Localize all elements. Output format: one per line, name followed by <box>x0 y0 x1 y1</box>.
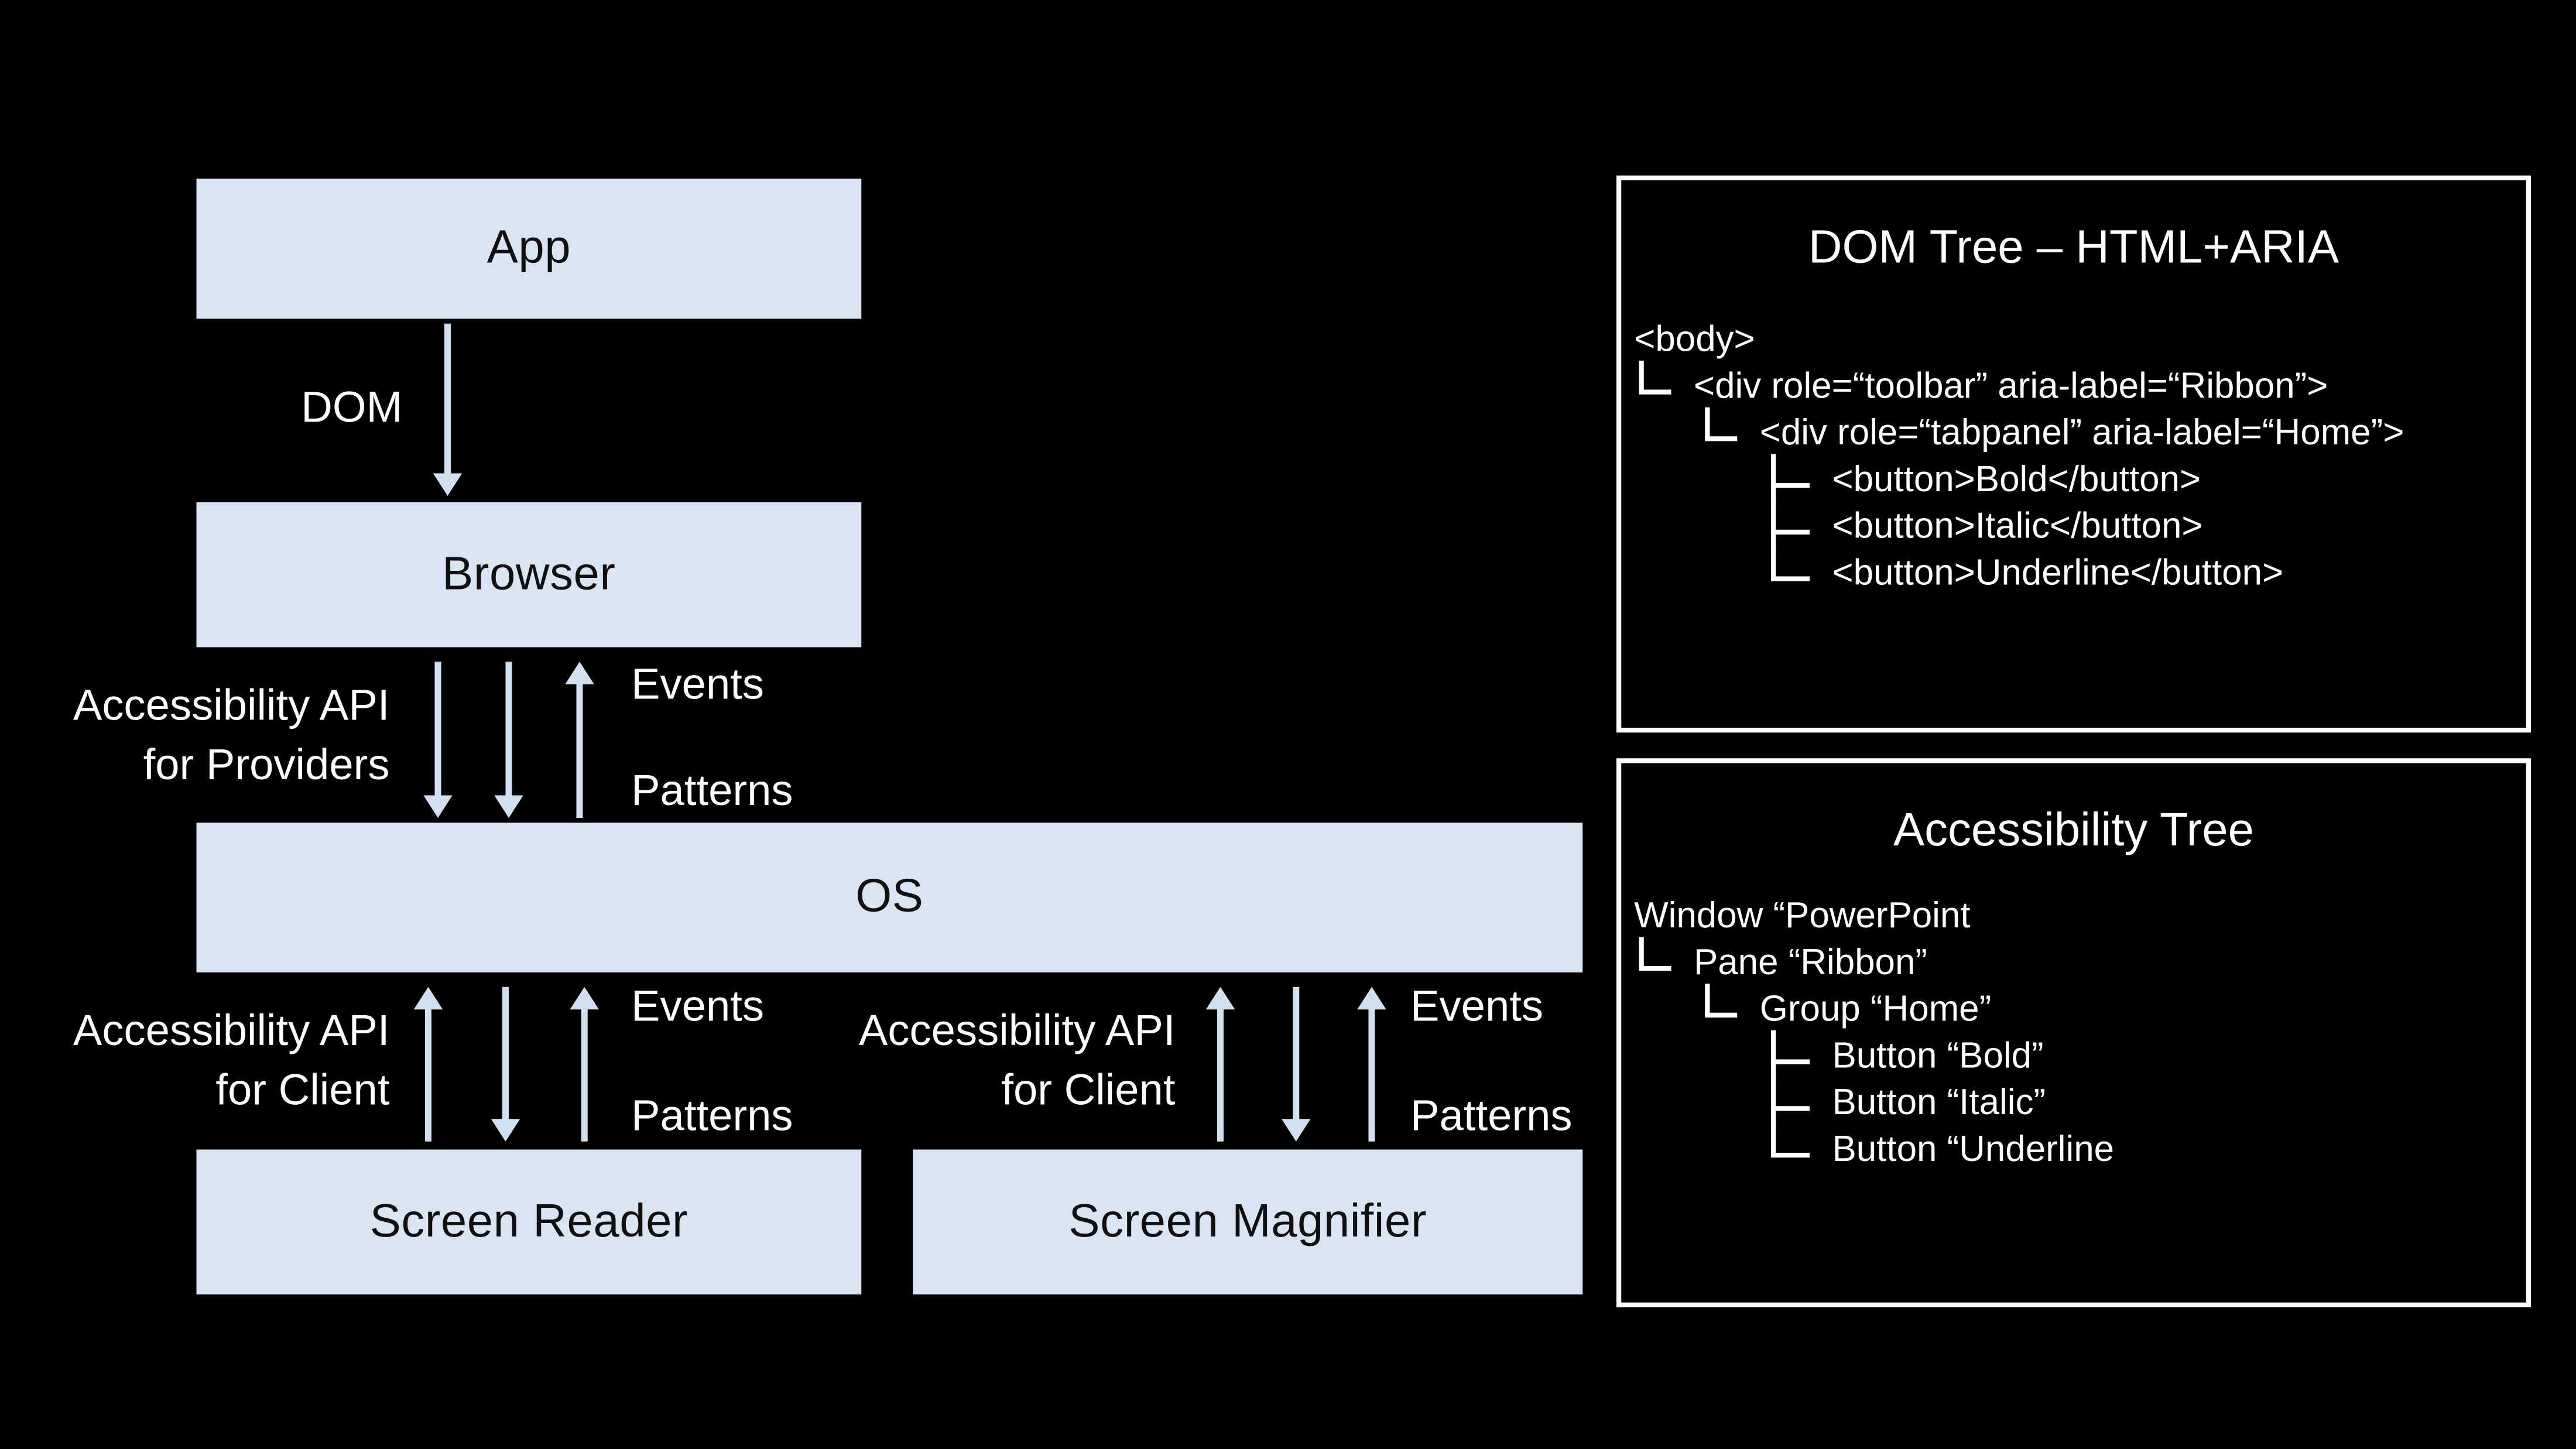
tree-elbow-connector <box>1705 407 1747 456</box>
arrow-head <box>413 986 443 1010</box>
tree-row: <button>Italic</button> <box>1631 501 2520 551</box>
accessibility-tree-panel-title: Accessibility Tree <box>1893 805 2254 857</box>
arrow-head <box>1282 1119 1311 1142</box>
patterns-label-client-left: Patterns <box>631 1091 793 1140</box>
dom-edge-label: DOM <box>301 383 403 431</box>
tree-node-label: Button “Bold” <box>1832 1034 2044 1075</box>
tree-row: Pane “Ribbon” <box>1631 937 2520 985</box>
app-box-label: App <box>487 222 571 274</box>
tree-node-label: Button “Italic” <box>1832 1081 2046 1122</box>
sr-to-os-arrow-up-1-icon <box>413 986 443 1142</box>
tree-tee-connector <box>1771 1030 1820 1081</box>
arrow-head <box>491 1119 520 1142</box>
arrow-stem <box>502 986 509 1122</box>
tree-node-label: <body> <box>1634 318 1755 358</box>
accessibility-tree-rows: Window “PowerPoint Pane “Ribbon” Group “… <box>1631 892 2520 1173</box>
events-label-client-left: Events <box>631 982 765 1030</box>
app-to-browser-arrow-down-icon <box>433 323 463 496</box>
tree-node-label: <div role=“toolbar” aria-label=“Ribbon”> <box>1694 364 2328 405</box>
sr-to-os-arrow-up-2-icon <box>570 986 599 1142</box>
dom-tree-panel-title: DOM Tree – HTML+ARIA <box>1808 222 2339 274</box>
os-to-sr-arrow-down-icon <box>491 986 520 1142</box>
arrow-stem <box>1217 1006 1224 1142</box>
app-box: App <box>196 179 862 319</box>
arrow-head <box>1357 986 1386 1010</box>
dom-tree-rows: <body> <div role=“toolbar” aria-label=“R… <box>1631 316 2520 596</box>
tree-node-label: <button>Bold</button> <box>1832 458 2201 499</box>
tree-node-label: Pane “Ribbon” <box>1694 941 1928 982</box>
arrow-head <box>570 986 599 1010</box>
arrow-stem <box>581 1006 588 1142</box>
tree-tee-connector <box>1771 454 1820 504</box>
patterns-label-client-mid: Patterns <box>1410 1091 1573 1140</box>
tree-row: <button>Underline</button> <box>1631 547 2520 596</box>
tree-node-label: Button “Underline <box>1832 1128 2115 1169</box>
arrow-head <box>1205 986 1235 1010</box>
arrow-stem <box>425 1006 431 1142</box>
screen-reader-box: Screen Reader <box>196 1149 862 1294</box>
browser-box: Browser <box>196 502 862 648</box>
api-client-label-left: Accessibility API for Client <box>32 1002 390 1121</box>
tree-tee-connector <box>1771 1077 1820 1127</box>
arrow-stem <box>576 681 583 818</box>
tree-elbow-connector <box>1639 937 1681 985</box>
tree-elbow-connector <box>1705 984 1747 1032</box>
api-providers-label-line1: Accessibility API <box>73 681 390 729</box>
screen-reader-box-label: Screen Reader <box>369 1195 688 1247</box>
screen-magnifier-box-label: Screen Magnifier <box>1068 1195 1427 1247</box>
tree-row: Button “Italic” <box>1631 1077 2520 1127</box>
arrow-head <box>423 795 453 818</box>
arrow-stem <box>1368 1006 1375 1142</box>
sm-to-os-arrow-up-2-icon <box>1357 986 1386 1142</box>
tree-node-label: Group “Home” <box>1759 988 1992 1028</box>
arrow-stem <box>1293 986 1300 1122</box>
tree-row: Button “Bold” <box>1631 1030 2520 1081</box>
tree-row: Group “Home” <box>1631 984 2520 1032</box>
tree-row: <body> <box>1631 316 2520 362</box>
patterns-label-providers: Patterns <box>631 766 793 815</box>
api-client-label-mid-line2: for Client <box>1001 1066 1176 1115</box>
os-box-label: OS <box>855 871 924 923</box>
tree-row: <div role=“tabpanel” aria-label=“Home”> <box>1631 407 2520 456</box>
tree-row: <div role=“toolbar” aria-label=“Ribbon”> <box>1631 361 2520 409</box>
os-to-sm-arrow-down-icon <box>1282 986 1311 1142</box>
arrow-stem <box>444 323 451 477</box>
sm-to-os-arrow-up-1-icon <box>1205 986 1235 1142</box>
tree-row: Button “Underline <box>1631 1123 2520 1172</box>
browser-box-label: Browser <box>442 548 616 600</box>
api-providers-label: Accessibility API for Providers <box>32 676 390 796</box>
accessibility-tree-panel: Accessibility Tree Window “PowerPoint Pa… <box>1616 758 2531 1307</box>
os-to-browser-arrow-up-icon <box>565 662 594 818</box>
tree-elbow-connector <box>1639 361 1681 409</box>
api-client-label-mid: Accessibility API for Client <box>818 1002 1176 1121</box>
arrow-head <box>494 795 523 818</box>
api-providers-label-line2: for Providers <box>143 741 390 789</box>
tree-row: Window “PowerPoint <box>1631 892 2520 939</box>
tree-node-label: <button>Italic</button> <box>1832 505 2203 545</box>
arrow-stem <box>434 662 441 799</box>
tree-elbow-connector <box>1771 547 1820 596</box>
tree-node-label: Window “PowerPoint <box>1634 894 1971 935</box>
browser-to-os-arrow-down-2-icon <box>494 662 523 818</box>
events-label-providers: Events <box>631 660 765 708</box>
dom-tree-panel: DOM Tree – HTML+ARIA <body> <div role=“t… <box>1616 175 2531 733</box>
tree-node-label: <div role=“tabpanel” aria-label=“Home”> <box>1759 411 2404 452</box>
screen-magnifier-box: Screen Magnifier <box>913 1149 1583 1294</box>
tree-elbow-connector <box>1771 1123 1820 1172</box>
tree-node-label: <button>Underline</button> <box>1832 551 2284 592</box>
arrow-stem <box>505 662 512 799</box>
browser-to-os-arrow-down-1-icon <box>423 662 453 818</box>
api-client-label-mid-line1: Accessibility API <box>858 1006 1176 1055</box>
events-label-client-mid: Events <box>1410 982 1544 1030</box>
api-client-label-left-line1: Accessibility API <box>73 1006 390 1055</box>
arrow-head <box>433 473 463 496</box>
tree-tee-connector <box>1771 501 1820 551</box>
os-box: OS <box>196 823 1583 972</box>
tree-row: <button>Bold</button> <box>1631 454 2520 504</box>
api-client-label-left-line2: for Client <box>215 1066 390 1115</box>
arrow-head <box>565 662 594 684</box>
